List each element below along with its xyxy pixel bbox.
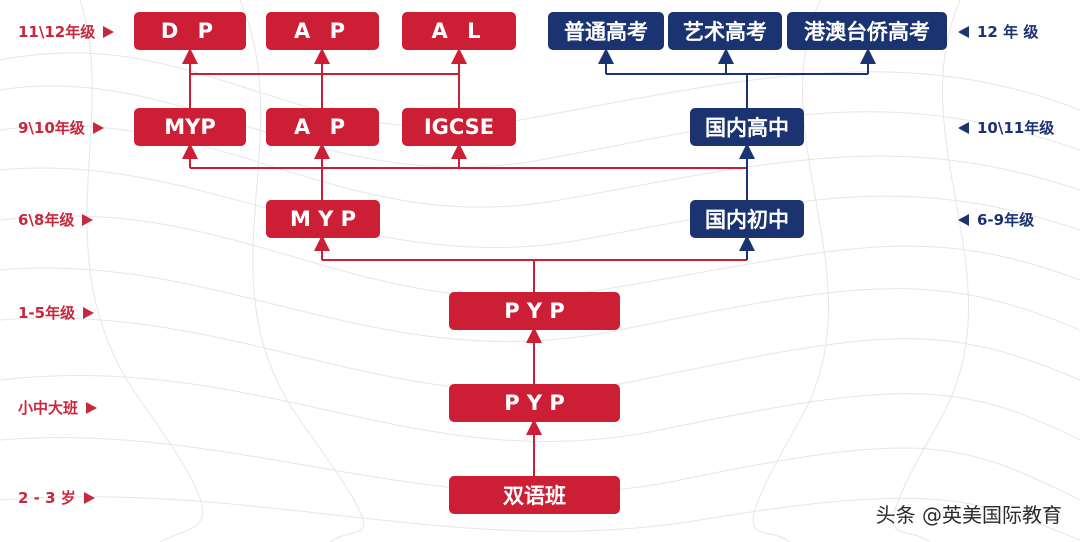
grade-label-text: 1-5年级 <box>18 304 76 322</box>
grade-label-text: 小中大班 <box>18 399 79 417</box>
grade-label-text: 2 - 3 岁 <box>18 489 76 507</box>
node-ap-top: A P <box>266 12 379 50</box>
arrow-left-icon <box>958 213 969 226</box>
grade-label-kinder: 小中大班 <box>18 397 98 418</box>
node-art-gaokao: 艺术高考 <box>668 12 782 50</box>
arrow-right-icon <box>83 491 95 504</box>
arrow-right-icon <box>86 401 98 414</box>
grade-label-12: 12 年 级 <box>958 21 1038 42</box>
node-general-gaokao: 普通高考 <box>548 12 664 50</box>
grade-label-6-8: 6\8年级 <box>18 209 94 230</box>
grade-label-10-11: 10\11年级 <box>958 117 1054 138</box>
grade-label-age-2-3: 2 - 3 岁 <box>18 487 95 508</box>
node-ap-mid: A P <box>266 108 379 146</box>
node-al: A L <box>402 12 516 50</box>
node-domestic-high: 国内高中 <box>690 108 804 146</box>
node-bilingual-class: 双语班 <box>449 476 620 514</box>
grade-label-text: 12 年 级 <box>977 23 1039 41</box>
node-pyp-kinder: P Y P <box>449 384 620 422</box>
grade-label-text: 11\12年级 <box>18 23 96 41</box>
grade-label-9-10: 9\10年级 <box>18 117 104 138</box>
arrow-left-icon <box>958 121 969 134</box>
node-myp-upper: MYP <box>134 108 246 146</box>
grade-label-1-5: 1-5年级 <box>18 302 95 323</box>
grade-label-6-9: 6-9年级 <box>958 209 1034 230</box>
grade-label-text: 6\8年级 <box>18 211 75 229</box>
watermark: 头条 @英美国际教育 <box>875 503 1062 527</box>
node-dp: D P <box>134 12 246 50</box>
arrow-left-icon <box>958 25 969 38</box>
grade-label-text: 10\11年级 <box>977 119 1055 137</box>
node-pyp-primary: P Y P <box>449 292 620 330</box>
arrow-right-icon <box>103 25 115 38</box>
node-hk-macau-taiwan-gaokao: 港澳台侨高考 <box>787 12 947 50</box>
node-igcse: IGCSE <box>402 108 516 146</box>
grade-label-text: 9\10年级 <box>18 119 85 137</box>
node-domestic-junior: 国内初中 <box>690 200 804 238</box>
grade-label-11-12: 11\12年级 <box>18 21 115 42</box>
arrow-right-icon <box>82 213 94 226</box>
arrow-right-icon <box>92 121 104 134</box>
node-myp-mid: M Y P <box>266 200 380 238</box>
arrow-right-icon <box>83 306 95 319</box>
grade-label-text: 6-9年级 <box>977 211 1035 229</box>
